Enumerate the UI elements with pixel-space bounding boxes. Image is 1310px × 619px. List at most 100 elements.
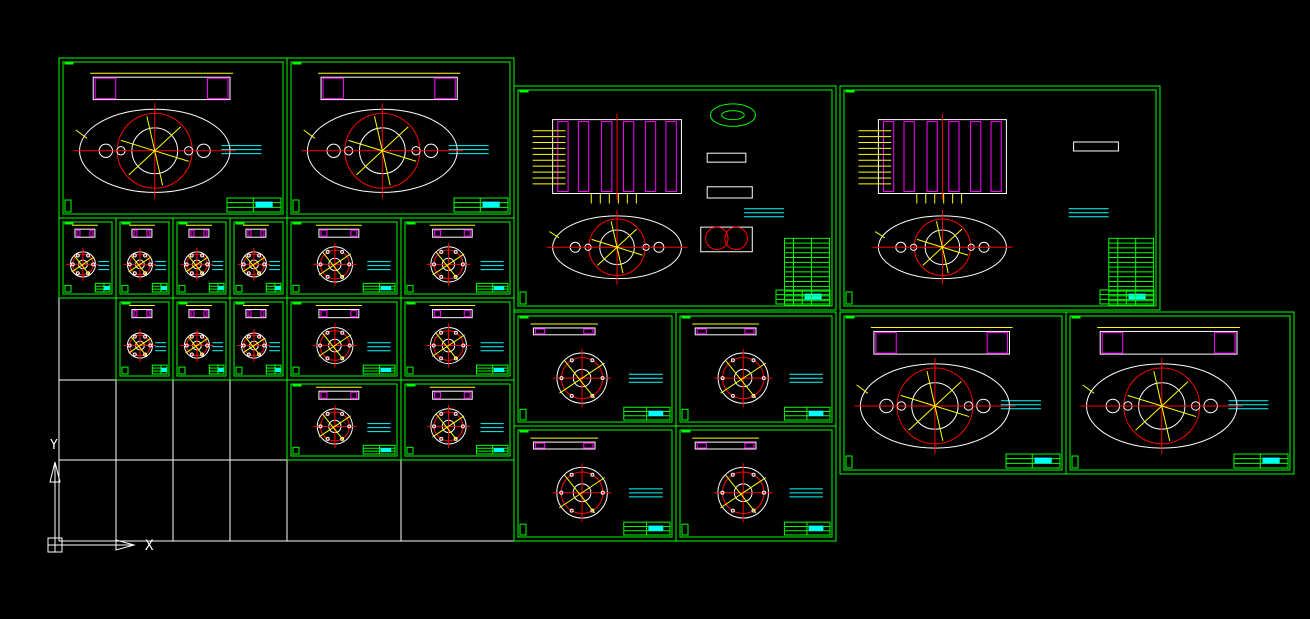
leader-line — [549, 231, 560, 239]
section-outline — [318, 228, 360, 238]
sheet-d2 — [172, 297, 231, 381]
sheet-border — [675, 425, 837, 542]
section-view — [429, 304, 476, 319]
dimension-leader — [154, 126, 182, 152]
section-outline — [131, 228, 153, 238]
section-view — [530, 437, 598, 450]
bolt-hole — [590, 358, 595, 363]
bolt-hole — [205, 262, 210, 267]
title-block-frame — [265, 282, 282, 293]
bolt-hole — [143, 253, 148, 258]
section-view — [71, 224, 98, 238]
section-hatch — [875, 331, 897, 354]
section-outline — [92, 76, 231, 101]
sheet-side-strip — [681, 523, 689, 536]
title-block-text — [275, 367, 281, 373]
title-block — [681, 488, 831, 536]
section-outline — [432, 228, 473, 238]
bolt-hole — [325, 356, 330, 361]
sheet-tag — [845, 89, 855, 93]
bolt-hole — [761, 490, 766, 495]
title-block-frame — [453, 197, 509, 213]
part-detail — [1073, 141, 1119, 152]
sheet-a1 — [58, 57, 288, 219]
sheet-b2 — [839, 85, 1161, 311]
section-hatch — [986, 331, 1008, 354]
bolt-hole — [340, 249, 345, 254]
sheet-inner-border — [843, 315, 1063, 471]
section-view — [318, 72, 461, 101]
sheet-side-strip — [845, 455, 853, 469]
dimension-leader — [431, 334, 465, 357]
title-block-frame — [151, 282, 168, 293]
title-block-frame — [1005, 453, 1061, 469]
title-block — [292, 261, 396, 293]
section-hatch — [190, 229, 195, 237]
bolt-hole — [751, 472, 756, 477]
sheet-c3 — [172, 217, 231, 299]
bolt-hole — [184, 343, 189, 348]
title-block-frame — [208, 364, 225, 375]
round-part-view — [426, 242, 471, 286]
sheet-c1 — [58, 217, 117, 299]
sheet-c4 — [229, 217, 288, 299]
section-hatch — [434, 391, 442, 399]
sheet-inner-border — [290, 301, 398, 377]
title-block-text — [804, 293, 822, 300]
bolt-hole — [569, 358, 574, 363]
bolt-hole — [347, 343, 352, 348]
section-hatch — [76, 229, 81, 237]
dimension-leader — [73, 255, 90, 275]
sheet-side-strip — [121, 284, 129, 293]
section-hatch — [434, 77, 456, 100]
dimension-leader — [154, 150, 189, 162]
section-hatch — [260, 309, 265, 318]
ucs-x-label: X — [145, 538, 154, 554]
round-part-view — [123, 247, 157, 281]
title-block-text — [808, 525, 824, 532]
sheet-inner-border — [517, 315, 673, 423]
bolt-hole — [257, 352, 262, 357]
sheet-d3 — [229, 297, 288, 381]
plate-plan-view — [854, 357, 1016, 455]
leader-line — [856, 384, 869, 394]
title-block — [519, 488, 671, 536]
sheet-tag — [121, 301, 131, 305]
bolt-hole — [132, 352, 137, 357]
title-block-frame — [226, 197, 282, 213]
section-hatch — [350, 391, 358, 399]
bolt-hole — [720, 376, 725, 381]
sheet-tag — [292, 301, 302, 305]
section-hatch — [557, 121, 569, 193]
bolt-hole — [453, 411, 458, 416]
bolt-hole — [257, 271, 262, 276]
sheet-inner-border — [290, 61, 511, 215]
dimension-leader — [128, 256, 152, 273]
sheet-tag — [178, 301, 188, 305]
section-hatch — [320, 229, 328, 237]
title-block-text — [380, 448, 392, 453]
section-hatch — [970, 121, 982, 193]
dimension-leader — [187, 255, 204, 275]
section-hatch — [133, 229, 138, 237]
sheet-tag — [681, 429, 691, 433]
bolt-hole — [241, 343, 246, 348]
section-view — [315, 304, 362, 319]
bolt-hole — [340, 436, 345, 441]
bolt-hole — [200, 352, 205, 357]
round-part-view — [66, 247, 100, 281]
title-block-text — [275, 286, 281, 291]
dimension-leader — [725, 360, 757, 399]
bolt-hole — [91, 262, 96, 267]
ucs-y-arrow — [49, 461, 61, 483]
bolt-hole — [246, 334, 251, 339]
dimension-leader — [908, 405, 936, 431]
bolt-hole — [318, 262, 323, 267]
round-part-view — [180, 247, 214, 281]
dimension-leader — [374, 116, 383, 151]
section-hatch — [463, 391, 471, 399]
ucs-icon: YX — [47, 438, 154, 554]
part-detail-arc — [705, 226, 729, 251]
